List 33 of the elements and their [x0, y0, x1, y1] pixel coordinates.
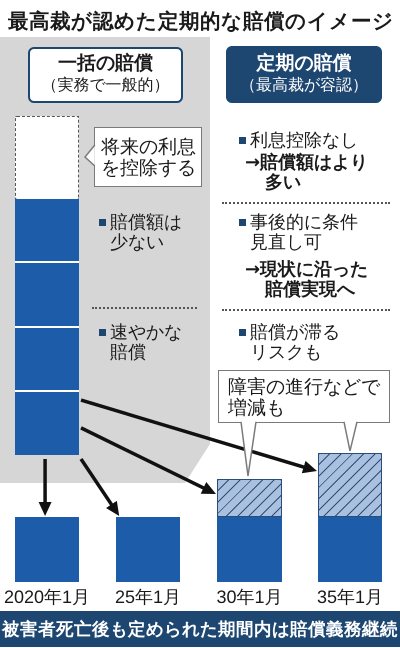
date-label: 35年1月 [316, 586, 384, 608]
hatched-bar-segment [318, 453, 382, 517]
banner: 被害者死亡後も定められた期間内は賠償義務継続 [0, 611, 400, 647]
arrow [80, 426, 216, 494]
arrow [80, 458, 120, 516]
header-title: 一括の賠償 [58, 53, 153, 75]
header-box [226, 46, 382, 103]
bar [318, 453, 382, 582]
speech-bubble: 障害の進行などで増減も [218, 370, 390, 423]
header-box [28, 47, 183, 103]
header-subtitle: （最高裁が容認） [240, 76, 368, 96]
date-label: 2020年1月 [4, 586, 90, 608]
speech-bubble: 将来の利息を控除する [94, 127, 202, 187]
bullet-text: 事後的に条件見直し可 [250, 212, 359, 252]
header-subtitle: （実務で一般的） [42, 76, 170, 96]
arrow [80, 398, 317, 474]
header-title: 定期の賠償 [256, 52, 352, 74]
conclusion-text: →現状に沿った賠償実現へ [245, 260, 370, 300]
stacked-bar [15, 116, 79, 455]
bullet-text: 賠償が滞るリスクも [250, 322, 341, 362]
hatched-bar-segment [217, 479, 282, 517]
bar [217, 479, 282, 582]
bullet-text: 速やかな賠償 [110, 322, 183, 362]
arrow [38, 459, 52, 516]
date-label: 25年1月 [114, 586, 182, 608]
bullet-text: 利息控除なし [250, 130, 359, 150]
conclusion-text: →賠償額はより多い [245, 153, 370, 193]
bar [15, 517, 79, 582]
bullet-text: 賠償額は少ない [110, 212, 183, 252]
diagram-title: 最高裁が認めた定期的な賠償のイメージ [8, 9, 394, 35]
date-label: 30年1月 [216, 586, 283, 608]
dashed-bar-segment [15, 116, 79, 199]
bar [116, 517, 180, 582]
